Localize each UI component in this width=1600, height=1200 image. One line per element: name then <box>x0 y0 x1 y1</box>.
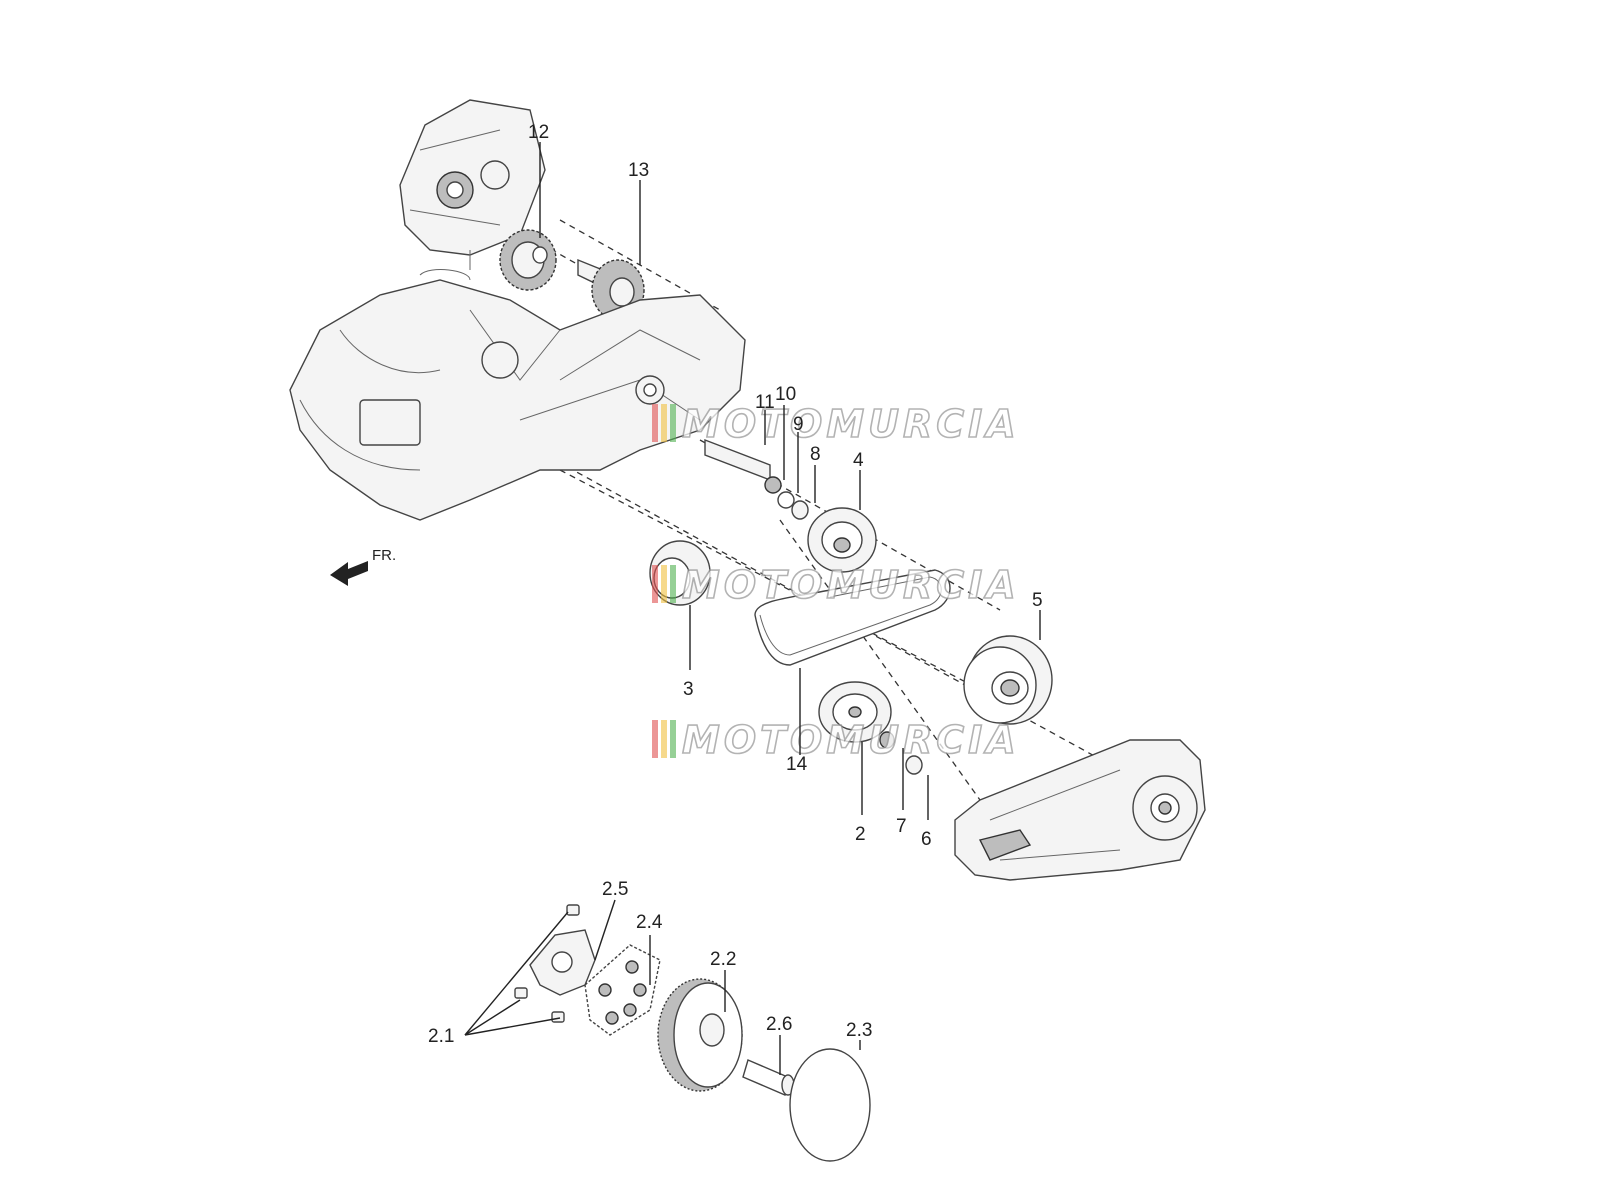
callout-13: 13 <box>628 160 649 265</box>
variator-face-2-2 <box>657 978 743 1092</box>
nut-6 <box>905 755 923 775</box>
bushing-2-6 <box>742 1059 795 1096</box>
gear-12 <box>499 229 557 291</box>
direction-label: FR. <box>372 547 396 564</box>
callout-14: 14 <box>786 668 808 775</box>
svg-text:2: 2 <box>855 824 866 845</box>
front-direction-indicator: FR. <box>330 547 396 586</box>
svg-text:13: 13 <box>628 160 649 181</box>
svg-text:9: 9 <box>793 414 804 435</box>
callout-6: 6 <box>921 775 932 850</box>
callout-2: 2 <box>855 742 866 845</box>
callout-2-4: 2.4 <box>636 912 663 985</box>
callout-7: 7 <box>896 748 907 837</box>
svg-text:5: 5 <box>1032 590 1043 611</box>
svg-text:2.2: 2.2 <box>710 949 736 970</box>
watermark-text: MOTOMURCIA <box>682 718 1020 762</box>
variator-2 <box>818 681 892 743</box>
pulley-4 <box>807 507 877 573</box>
svg-text:2.6: 2.6 <box>766 1014 792 1035</box>
svg-text:2.5: 2.5 <box>602 879 628 900</box>
svg-text:10: 10 <box>775 384 796 405</box>
callout-4: 4 <box>853 450 864 510</box>
callout-2-2: 2.2 <box>710 949 736 1012</box>
callout-2-1: 2.1 <box>428 911 569 1047</box>
callout-2-6: 2.6 <box>766 1014 792 1075</box>
callout-11: 11 <box>755 392 775 445</box>
drive-shaft-11 <box>704 438 782 494</box>
callout-10: 10 <box>775 384 796 480</box>
o-ring-2-3 <box>789 1048 871 1162</box>
roller-plate-2-5 <box>529 904 596 996</box>
svg-text:2.1: 2.1 <box>428 1026 454 1047</box>
callout-9: 9 <box>793 414 804 493</box>
drive-belt-14 <box>754 569 951 666</box>
washer-7 <box>879 731 895 749</box>
engine-crankcase <box>289 269 746 521</box>
watermark-text: MOTOMURCIA <box>682 563 1020 607</box>
svg-text:3: 3 <box>683 679 694 700</box>
svg-text:4: 4 <box>853 450 864 471</box>
svg-text:11: 11 <box>755 392 775 413</box>
callout-2-5: 2.5 <box>594 879 628 961</box>
clutch-bell-5 <box>963 635 1053 725</box>
svg-text:12: 12 <box>528 122 549 143</box>
callout-3: 3 <box>683 605 694 700</box>
washer-9 <box>777 491 795 509</box>
callouts: 12 13 11 10 9 8 4 5 <box>428 122 1043 1075</box>
gearbox-cover <box>399 99 546 270</box>
svg-text:8: 8 <box>810 444 821 465</box>
rollers-2-4 <box>584 944 661 1036</box>
svg-text:2.3: 2.3 <box>846 1020 872 1041</box>
direction-arrow-icon <box>330 561 368 586</box>
callout-5: 5 <box>1032 590 1043 640</box>
watermark-text: MOTOMURCIA <box>682 402 1020 446</box>
nut-8 <box>791 500 809 520</box>
svg-text:6: 6 <box>921 829 932 850</box>
callout-2-3: 2.3 <box>846 1020 872 1050</box>
svg-text:2.4: 2.4 <box>636 912 663 933</box>
svg-text:7: 7 <box>896 816 907 837</box>
watermark-top: MOTOMURCIA <box>652 401 1020 447</box>
callout-12: 12 <box>528 122 549 238</box>
watermark-middle: MOTOMURCIA <box>652 562 1020 608</box>
transmission-cover <box>954 739 1206 881</box>
callout-8: 8 <box>810 444 821 503</box>
svg-text:14: 14 <box>786 754 808 775</box>
watermark-bottom: MOTOMURCIA <box>652 717 1020 763</box>
